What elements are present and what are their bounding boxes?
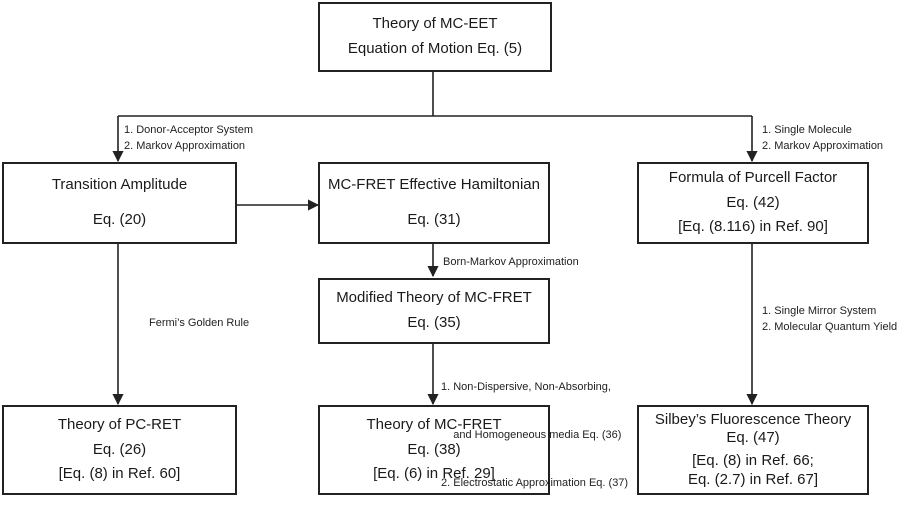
box-transition-amplitude: Transition Amplitude Eq. (20) <box>2 162 237 244</box>
box-equation: Equation of Motion Eq. (5) <box>347 40 523 57</box>
label-line: 1. Single Molecule <box>762 124 852 136</box>
box-reference: [Eq. (6) in Ref. 29] <box>373 465 495 483</box>
box-title: Formula of Purcell Factor <box>668 168 838 186</box>
box-theory-of-mc-eet: Theory of MC-EET Equation of Motion Eq. … <box>318 2 552 72</box>
label-line: 2. Markov Approximation <box>124 140 246 152</box>
box-theory-of-mc-fret: Theory of MC-FRET Eq. (38) [Eq. (6) in R… <box>318 405 550 495</box>
box-theory-of-pc-ret: Theory of PC-RET Eq. (26) [Eq. (8) in Re… <box>2 405 237 495</box>
box-equation: Eq. (35) <box>407 314 461 331</box>
box-formula-of-purcell-factor: Formula of Purcell Factor Eq. (42) [Eq. … <box>637 162 869 244</box>
label-line: 1. Donor-Acceptor System <box>124 124 253 136</box>
box-equation: Eq. (47) <box>726 429 780 447</box>
label-line: Born-Markov Approximation <box>443 256 579 268</box>
label-line: 1. Single Mirror System <box>762 305 877 317</box>
label-line: 2. Electrostatic Approximation Eq. (37) <box>441 477 629 489</box>
box-silbeys-fluorescence-theory: Silbey’s Fluorescence Theory Eq. (47) [E… <box>637 405 869 495</box>
label-left-branch: 1. Donor-Acceptor System 2. Markov Appro… <box>124 122 253 154</box>
box-reference: [Eq. (8.116) in Ref. 90] <box>678 218 828 236</box>
box-title: Theory of MC-FRET <box>366 415 502 433</box>
box-reference: [Eq. (8) in Ref. 66; <box>692 452 814 469</box>
label-line: 2. Molecular Quantum Yield <box>762 321 898 333</box>
label-line: 2. Markov Approximation <box>762 140 884 152</box>
label-line: Fermi’s Golden Rule <box>149 317 250 329</box>
box-equation: Eq. (38) <box>407 440 461 458</box>
box-title: Theory of MC-EET <box>372 15 498 33</box>
label-line: and Homogeneous media Eq. (36) <box>441 429 622 441</box>
box-mc-fret-effective-hamiltonian: MC-FRET Effective Hamiltonian Eq. (31) <box>318 162 550 244</box>
label-born-markov: Born-Markov Approximation <box>443 254 579 270</box>
box-equation: Eq. (20) <box>92 211 147 228</box>
box-equation: Eq. (31) <box>407 211 461 228</box>
label-fermi-golden-rule: Fermi’s Golden Rule <box>149 315 249 331</box>
box-equation: Eq. (42) <box>726 193 780 211</box>
label-line: 1. Non-Dispersive, Non-Absorbing, <box>441 381 611 393</box>
box-title: Transition Amplitude <box>51 176 188 194</box>
box-title: Theory of PC-RET <box>57 415 182 433</box>
label-silbey-conditions: 1. Single Mirror System 2. Molecular Qua… <box>762 303 897 335</box>
box-reference: [Eq. (8) in Ref. 60] <box>58 465 181 483</box>
label-right-branch: 1. Single Molecule 2. Markov Approximati… <box>762 122 883 154</box>
box-equation: Eq. (26) <box>92 440 147 458</box>
box-title: Silbey’s Fluorescence Theory <box>654 410 852 428</box>
box-title: Modified Theory of MC-FRET <box>336 289 532 307</box>
box-reference-2: Eq. (2.7) in Ref. 67] <box>687 470 819 488</box>
label-mc-fret-conditions: 1. Non-Dispersive, Non-Absorbing, and Ho… <box>441 347 628 507</box>
box-modified-theory-of-mc-fret: Modified Theory of MC-FRET Eq. (35) <box>318 278 550 344</box>
box-title: MC-FRET Effective Hamiltonian <box>327 176 540 194</box>
